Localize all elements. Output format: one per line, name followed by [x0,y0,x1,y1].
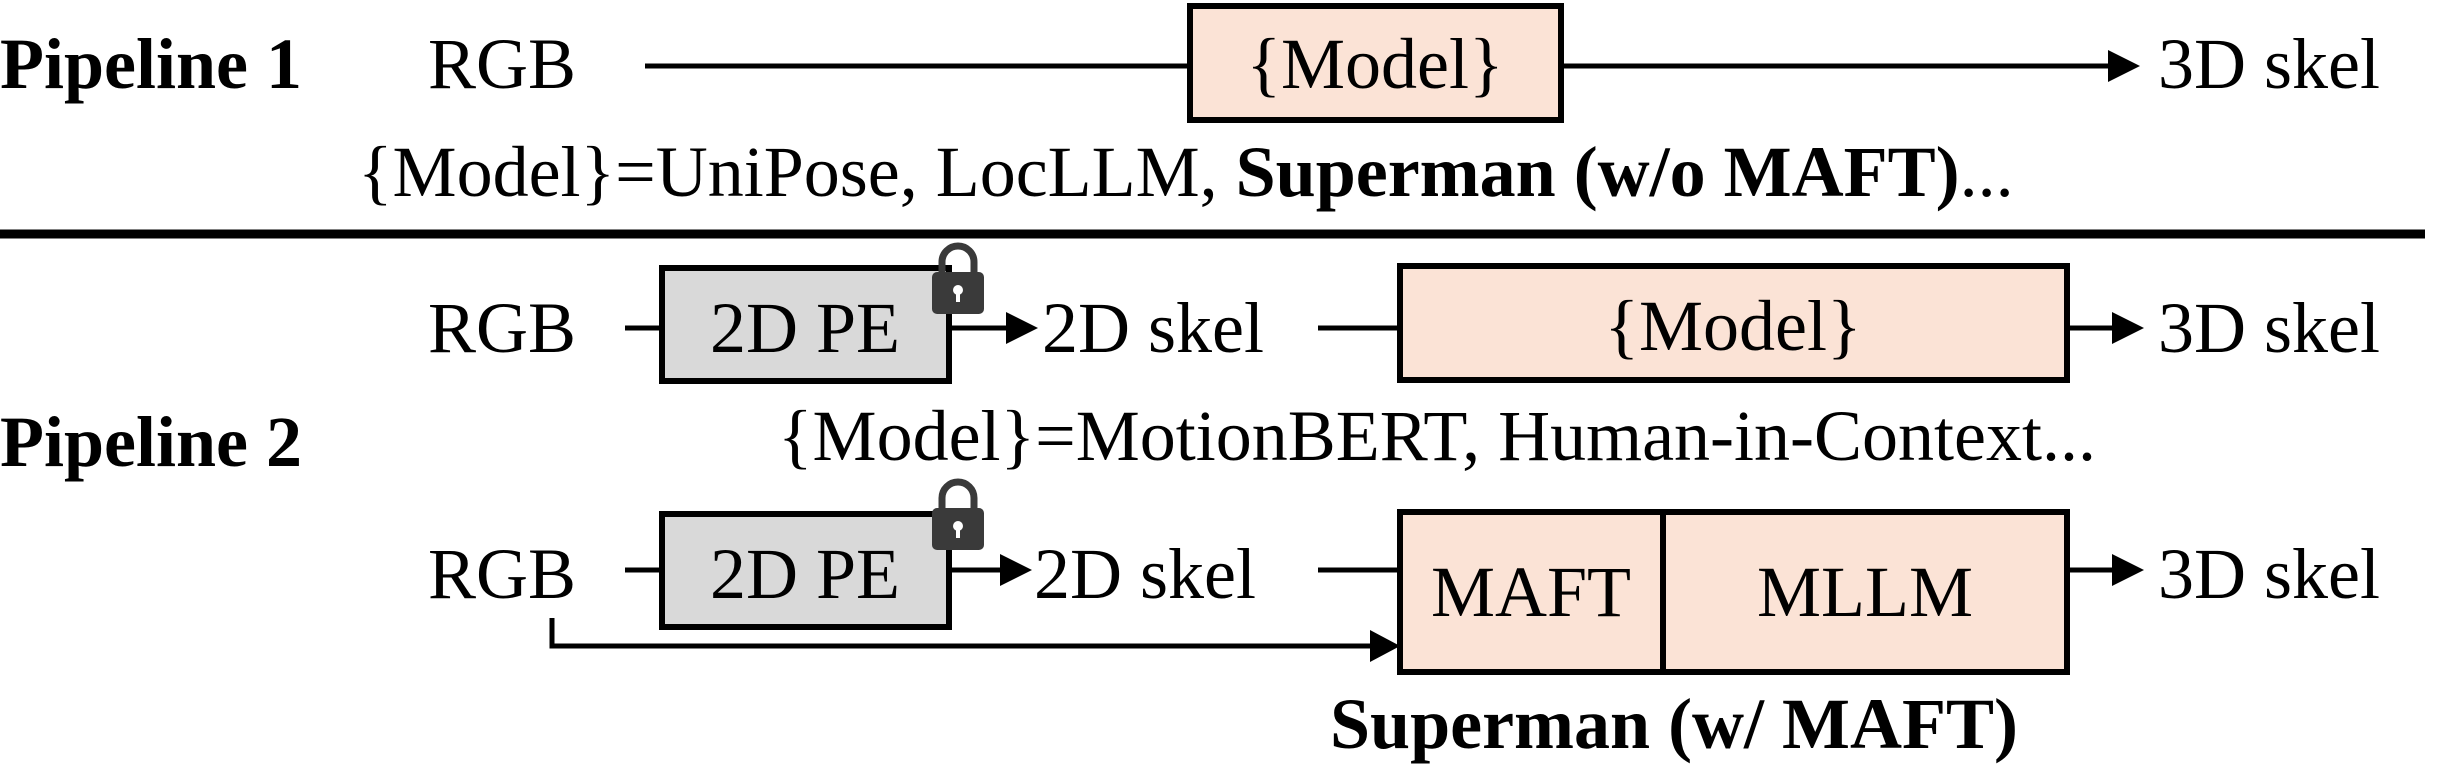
p2r2-mllm-label: MLLM [1757,552,1973,632]
p1-arrowhead [2108,50,2140,82]
p2r1-2d-pe-label: 2D PE [710,288,900,368]
p1-model-box [1187,3,1564,123]
p1-model-label: {Model} [1246,24,1503,104]
p2r2-skip-arrowhead [1370,630,1400,662]
p2r2-output: 3D skel [2158,534,2380,614]
p2r1-2d-pe-box [659,265,952,384]
p2r1-2d-skel: 2D skel [1042,288,1264,368]
p2r1-model-box [1397,263,2070,383]
p2r2-maft-label: MAFT [1431,552,1631,632]
p1-rgb-input: RGB [428,24,576,104]
p2r1-arrowhead-2 [2112,312,2144,344]
p2-model-examples: {Model}=MotionBERT, Human-in-Context... [778,396,2096,476]
pipeline-1-label: Pipeline 1 [0,24,302,104]
p1-model-examples: {Model}=UniPose, LocLLM, Superman (w/o M… [358,132,2014,212]
p2r2-2d-pe-box [659,511,952,630]
lock-icon [932,242,984,314]
p2r2-superman-box [1397,509,2070,675]
lock-icon [932,478,984,550]
p2r2-2d-skel: 2D skel [1034,534,1256,614]
p2r1-rgb-input: RGB [428,288,576,368]
p2r2-rgb-input: RGB [428,534,576,614]
p2-superman-caption: Superman (w/ MAFT) [1330,684,2018,764]
p2r2-arrowhead-2 [2112,554,2144,586]
p2r1-model-label: {Model} [1604,286,1861,366]
p2r2-2d-pe-label: 2D PE [710,534,900,614]
p1-output: 3D skel [2158,24,2380,104]
pipeline-2-label: Pipeline 2 [0,402,302,482]
p2r2-arrowhead-1 [1000,554,1032,586]
p2r2-rgb-skip-connector [549,618,1372,649]
p2r1-arrowhead-1 [1006,312,1038,344]
p2r1-output: 3D skel [2158,288,2380,368]
